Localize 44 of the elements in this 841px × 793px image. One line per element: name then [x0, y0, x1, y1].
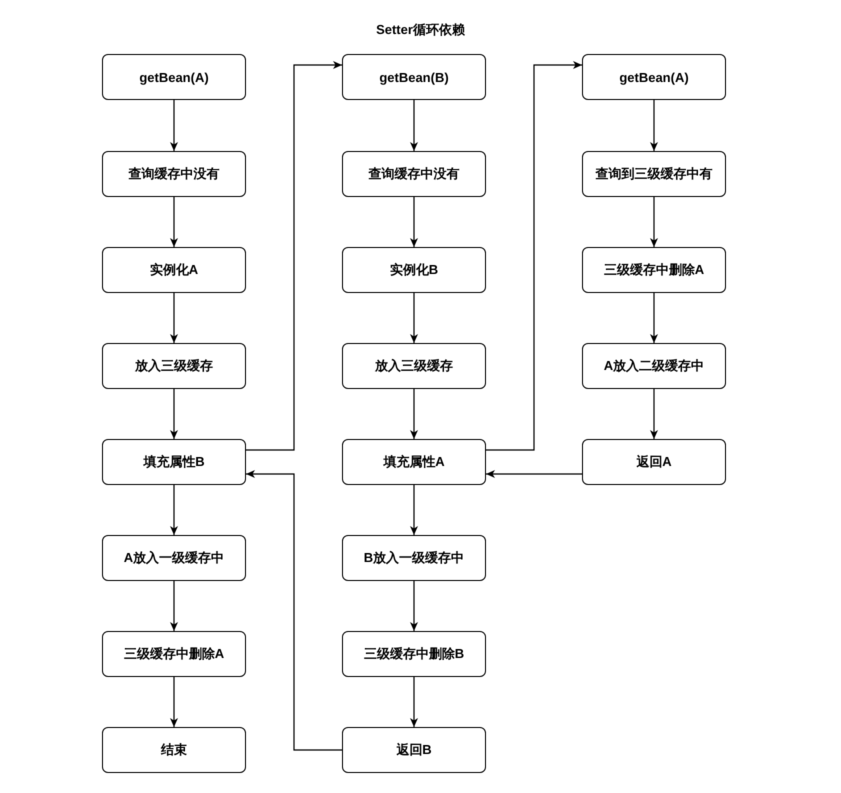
- process-box: 放入三级缓存: [342, 343, 486, 389]
- arrow: [486, 61, 582, 451]
- arrow: [246, 61, 342, 451]
- process-box: 放入三级缓存: [102, 343, 246, 389]
- arrow: [170, 293, 178, 343]
- arrow: [650, 389, 658, 439]
- title: Setter循环依赖: [375, 21, 466, 39]
- process-box: A放入一级缓存中: [102, 535, 246, 581]
- process-box: getBean(B): [342, 54, 486, 100]
- process-box: A放入二级缓存中: [582, 343, 726, 389]
- arrow: [170, 485, 178, 535]
- arrow: [410, 677, 418, 727]
- arrow: [410, 100, 418, 151]
- arrow: [410, 293, 418, 343]
- arrow: [246, 470, 342, 751]
- process-box: 填充属性A: [342, 439, 486, 485]
- arrow: [170, 581, 178, 631]
- process-box: 查询缓存中没有: [342, 151, 486, 197]
- arrow: [410, 389, 418, 439]
- process-box: 三级缓存中删除A: [102, 631, 246, 677]
- process-box: 查询缓存中没有: [102, 151, 246, 197]
- process-box: 返回A: [582, 439, 726, 485]
- process-box: 查询到三级缓存中有: [582, 151, 726, 197]
- arrow: [170, 100, 178, 151]
- arrow: [410, 197, 418, 247]
- arrow: [486, 470, 582, 478]
- process-box: 填充属性B: [102, 439, 246, 485]
- process-box: 实例化B: [342, 247, 486, 293]
- process-box: B放入一级缓存中: [342, 535, 486, 581]
- arrow: [170, 677, 178, 727]
- process-box: 三级缓存中删除A: [582, 247, 726, 293]
- arrow: [650, 100, 658, 151]
- arrow: [170, 389, 178, 439]
- process-box: getBean(A): [102, 54, 246, 100]
- process-box: getBean(A): [582, 54, 726, 100]
- arrow: [410, 581, 418, 631]
- arrow: [170, 197, 178, 247]
- process-box: 结束: [102, 727, 246, 773]
- process-box: 实例化A: [102, 247, 246, 293]
- process-box: 返回B: [342, 727, 486, 773]
- process-box: 三级缓存中删除B: [342, 631, 486, 677]
- arrow: [650, 197, 658, 247]
- arrow: [410, 485, 418, 535]
- arrow: [650, 293, 658, 343]
